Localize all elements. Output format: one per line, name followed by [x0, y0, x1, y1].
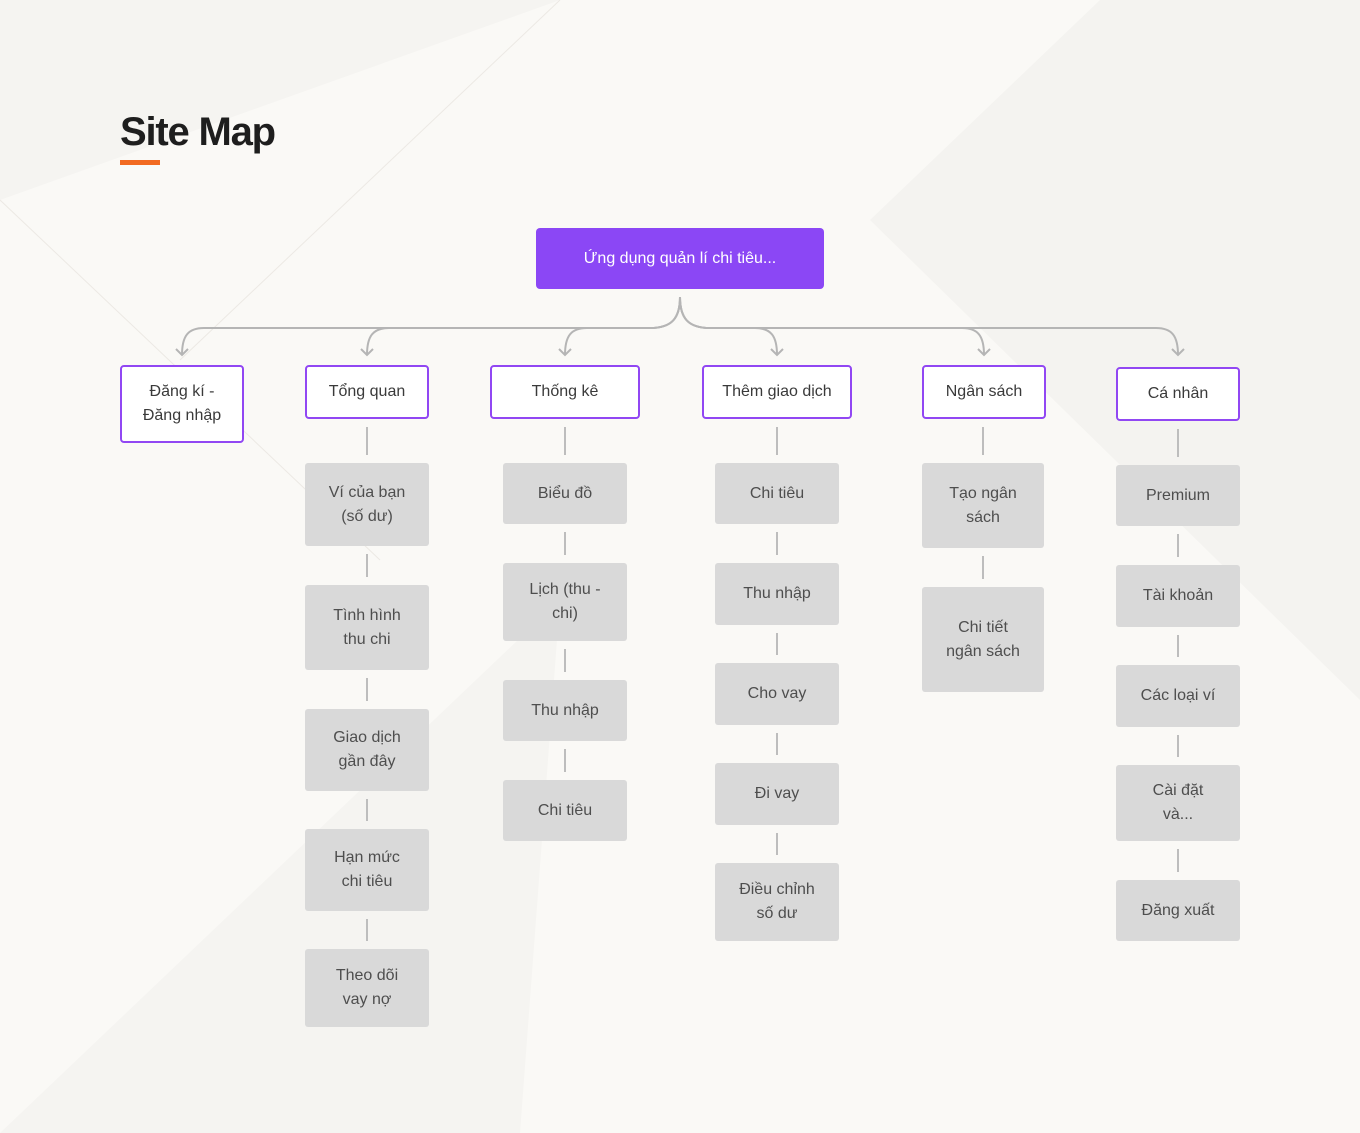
- connector-ca-nhan: [679, 296, 1179, 356]
- node-label: Theo dõi vay nợ: [335, 967, 399, 1008]
- category-tong-quan[interactable]: Tổng quan: [305, 365, 429, 419]
- node-cac-loai-vi[interactable]: Các loại ví: [1116, 665, 1240, 727]
- node-label: Chi tiêu: [537, 801, 593, 819]
- root-node[interactable]: Ứng dụng quản lí chi tiêu...: [536, 228, 824, 289]
- arrowhead-ngan-sach: [977, 348, 991, 357]
- category-dang-ki-dang-nhap[interactable]: Đăng kí - Đăng nhập: [120, 365, 244, 443]
- node-tinh-hinh-thu-chi[interactable]: Tình hình thu chi: [305, 585, 429, 670]
- node-premium[interactable]: Premium: [1116, 465, 1240, 526]
- node-label: Tình hình thu chi: [333, 606, 401, 648]
- node-label: Các loại ví: [1140, 687, 1216, 704]
- node-cai-dat-va[interactable]: Cài đặt và...: [1116, 765, 1240, 841]
- page-title: Site Map: [120, 110, 276, 154]
- arrowhead-ca-nhan: [1171, 348, 1185, 357]
- connector-tong-quan: [366, 296, 681, 356]
- node-label: Đi vay: [754, 785, 800, 802]
- arrowhead-thong-ke: [558, 348, 572, 357]
- node-label: Điều chỉnh số dư: [739, 881, 815, 922]
- node-lich-thu-chi[interactable]: Lịch (thu - chi): [503, 563, 627, 641]
- node-bieu-do[interactable]: Biểu đồ: [503, 463, 627, 524]
- node-label: Đăng xuất: [1141, 901, 1215, 919]
- node-giao-dich-gan-day[interactable]: Giao dịch gần đây: [305, 709, 429, 791]
- arrowhead-dang-ki-dang-nhap: [175, 348, 189, 357]
- node-vi-cua-ban-so-du[interactable]: Ví của bạn (số dư): [305, 463, 429, 546]
- category-thong-ke[interactable]: Thống kê: [490, 365, 640, 419]
- node-label: Tạo ngân sách: [949, 484, 1017, 526]
- arrowhead-them-giao-dich: [770, 348, 784, 357]
- category-ca-nhan[interactable]: Cá nhân: [1116, 367, 1240, 421]
- category-label: Đăng kí - Đăng nhập: [142, 383, 222, 424]
- node-chi-tieu[interactable]: Chi tiêu: [503, 780, 627, 841]
- node-han-muc-chi-tieu[interactable]: Hạn mức chi tiêu: [305, 829, 429, 911]
- node-label: Lịch (thu - chi): [529, 581, 601, 622]
- node-label: Chi tiêu: [749, 484, 805, 502]
- node-label: Hạn mức chi tiêu: [334, 849, 400, 890]
- node-chi-tiet-ngan-sach[interactable]: Chi tiết ngân sách: [922, 587, 1044, 692]
- node-dang-xuat[interactable]: Đăng xuất: [1116, 880, 1240, 941]
- connector-ngan-sach: [679, 296, 985, 356]
- connector-dang-ki-dang-nhap: [181, 296, 681, 356]
- node-label: Thu nhập: [743, 585, 811, 602]
- node-label: Cho vay: [747, 685, 807, 702]
- title-underline: [120, 160, 160, 165]
- category-label: Thêm giao dịch: [722, 383, 832, 400]
- node-label: Giao dịch gần đây: [333, 729, 401, 770]
- connector-thong-ke: [564, 296, 681, 356]
- node-thu-nhap[interactable]: Thu nhập: [503, 680, 627, 741]
- node-theo-doi-vay-no[interactable]: Theo dõi vay nợ: [305, 949, 429, 1027]
- category-label: Thống kê: [531, 383, 599, 400]
- node-di-vay[interactable]: Đi vay: [715, 763, 839, 825]
- node-tai-khoan[interactable]: Tài khoản: [1116, 565, 1240, 627]
- node-label: Premium: [1145, 486, 1210, 504]
- node-label: Thu nhập: [531, 701, 599, 719]
- node-label: Cài đặt và...: [1152, 782, 1204, 823]
- node-label: Tài khoản: [1142, 587, 1214, 604]
- category-label: Tổng quan: [328, 383, 406, 400]
- node-chi-tieu[interactable]: Chi tiêu: [715, 463, 839, 524]
- node-label: Ví của bạn (số dư): [328, 483, 406, 525]
- category-ngan-sach[interactable]: Ngân sách: [922, 365, 1046, 419]
- node-dieu-chinh-so-du[interactable]: Điều chỉnh số dư: [715, 863, 839, 941]
- node-tao-ngan-sach[interactable]: Tạo ngân sách: [922, 463, 1044, 548]
- category-label: Ngân sách: [945, 383, 1023, 400]
- root-node-label: Ứng dụng quản lí chi tiêu...: [583, 249, 777, 267]
- node-label: Biểu đồ: [537, 484, 593, 502]
- category-them-giao-dich[interactable]: Thêm giao dịch: [702, 365, 852, 419]
- node-thu-nhap[interactable]: Thu nhập: [715, 563, 839, 625]
- node-label: Chi tiết ngân sách: [946, 618, 1020, 660]
- node-cho-vay[interactable]: Cho vay: [715, 663, 839, 725]
- category-label: Cá nhân: [1147, 385, 1209, 402]
- arrowhead-tong-quan: [360, 348, 374, 357]
